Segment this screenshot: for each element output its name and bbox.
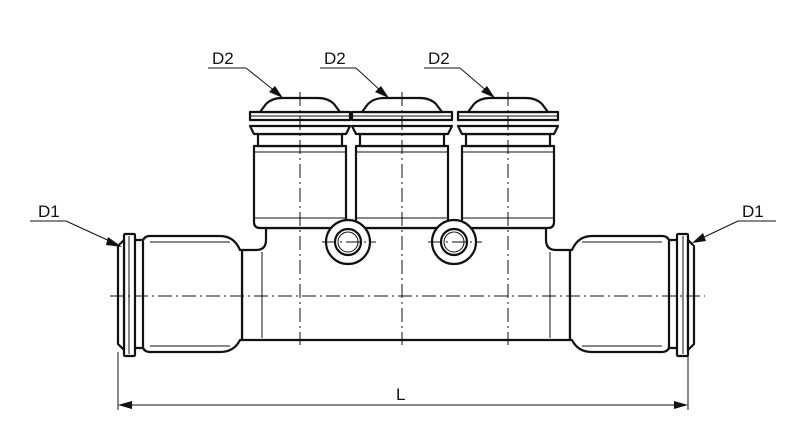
label-d2-1: D2 bbox=[212, 49, 234, 68]
right-push-fit-end bbox=[568, 232, 696, 358]
center-lines bbox=[110, 92, 705, 345]
label-d1-right: D1 bbox=[742, 202, 764, 221]
left-push-fit-end bbox=[116, 232, 244, 358]
leader-d2-2 bbox=[320, 67, 389, 98]
length-dimension bbox=[117, 352, 689, 410]
label-d2-2: D2 bbox=[324, 49, 346, 68]
label-length: L bbox=[396, 385, 405, 404]
leader-d1-left bbox=[30, 220, 122, 247]
label-d2-3: D2 bbox=[428, 49, 450, 68]
manifold-body bbox=[240, 226, 572, 342]
leader-d1-right bbox=[692, 220, 776, 243]
leader-d2-1 bbox=[208, 67, 283, 98]
leader-d2-3 bbox=[424, 67, 495, 98]
label-d1-left: D1 bbox=[38, 202, 60, 221]
